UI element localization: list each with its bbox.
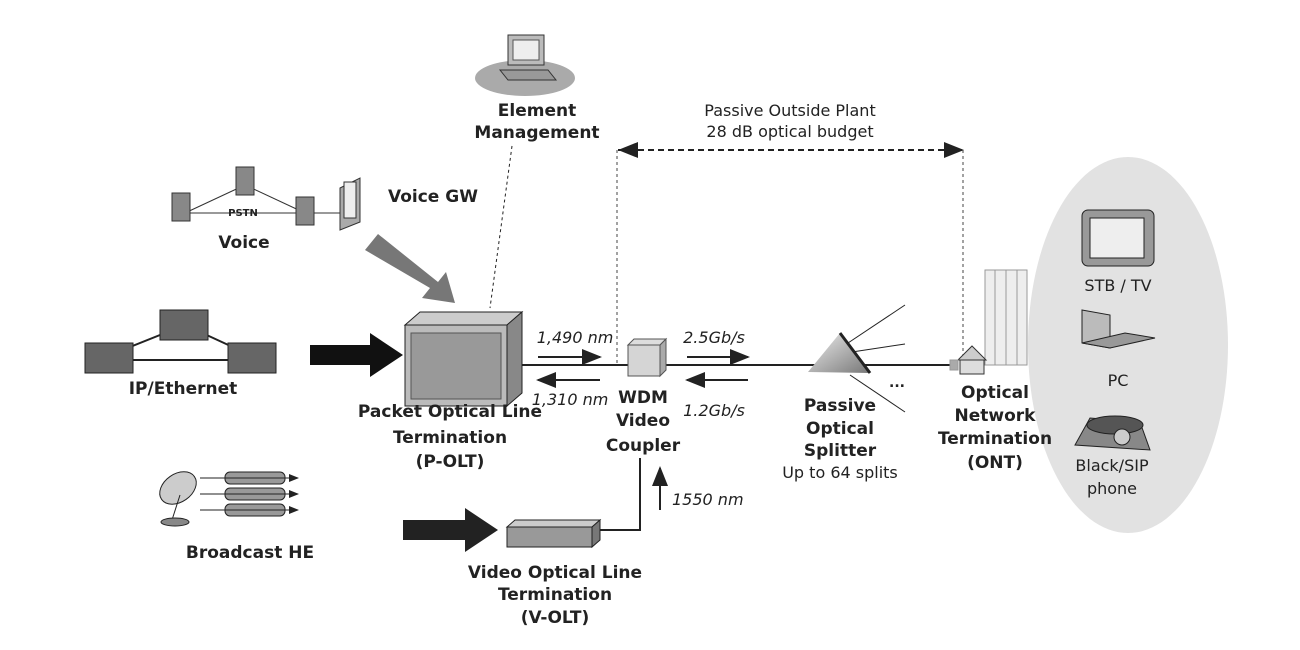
wdm-coupler-icon xyxy=(626,337,668,378)
p-olt-icon xyxy=(403,310,524,408)
ont-label: Optical xyxy=(961,383,1029,403)
outside-plant-label: Passive Outside Plant xyxy=(704,101,875,120)
wdm-label-3: Coupler xyxy=(606,436,681,456)
element-management-label: Element xyxy=(498,101,576,121)
phone-icon xyxy=(1074,415,1151,451)
phone-label: Black/SIP xyxy=(1075,456,1149,475)
splitter-label-2: Optical xyxy=(806,419,874,439)
splitter-capacity: Up to 64 splits xyxy=(782,463,898,482)
pstn-network-icon xyxy=(171,166,361,231)
splitter-ellipsis: ... xyxy=(889,375,905,391)
tv-icon xyxy=(1081,209,1155,267)
ont-label-2: Network xyxy=(955,406,1037,426)
satellite-dish-icon xyxy=(159,471,197,527)
element-management-label-2: Management xyxy=(474,123,599,143)
headend-equipment-icon xyxy=(200,471,299,517)
pc-label: PC xyxy=(1108,371,1129,390)
v-olt-label-2: Termination xyxy=(498,585,612,605)
wdm-label: WDM xyxy=(618,388,668,408)
downstream-wavelength: 1,490 nm xyxy=(537,328,614,347)
video-fiber xyxy=(600,458,641,531)
pstn-label: PSTN xyxy=(228,208,258,219)
ip-ethernet-label: IP/Ethernet xyxy=(129,379,238,399)
management-link xyxy=(489,145,513,309)
p-olt-label-2: Termination xyxy=(393,428,507,448)
laptop-icon xyxy=(1081,309,1156,349)
downstream-rate: 2.5Gb/s xyxy=(683,328,745,347)
ip-arrow xyxy=(310,333,403,377)
upstream-rate: 1.2Gb/s xyxy=(683,401,745,420)
phone-label-2: phone xyxy=(1087,479,1137,498)
splitter-icon xyxy=(808,304,906,413)
voice-gw-label: Voice GW xyxy=(388,187,478,207)
splitter-label-3: Splitter xyxy=(804,441,877,461)
upstream-wavelength: 1,310 nm xyxy=(532,390,609,409)
broadcast-he-label: Broadcast HE xyxy=(186,543,314,563)
ip-router-icons xyxy=(84,309,277,374)
p-olt-label-3: (P-OLT) xyxy=(416,452,485,472)
ont-label-4: (ONT) xyxy=(967,453,1023,473)
p-olt-label: Packet Optical Line xyxy=(358,402,542,422)
splitter-label: Passive xyxy=(804,396,876,416)
v-olt-label-3: (V-OLT) xyxy=(521,608,590,628)
v-olt-label: Video Optical Line xyxy=(468,563,642,583)
ont-building-icon xyxy=(949,269,1028,375)
optical-budget-label: 28 dB optical budget xyxy=(706,122,873,141)
broadcast-arrow xyxy=(403,508,498,552)
video-wavelength: 1550 nm xyxy=(672,490,744,509)
element-management-icon xyxy=(475,34,575,96)
voice-arrow xyxy=(365,234,455,303)
v-olt-icon xyxy=(505,518,602,549)
ont-label-3: Termination xyxy=(938,429,1052,449)
wdm-label-2: Video xyxy=(616,411,670,431)
voice-label: Voice xyxy=(218,233,269,253)
stb-tv-label: STB / TV xyxy=(1084,276,1151,295)
